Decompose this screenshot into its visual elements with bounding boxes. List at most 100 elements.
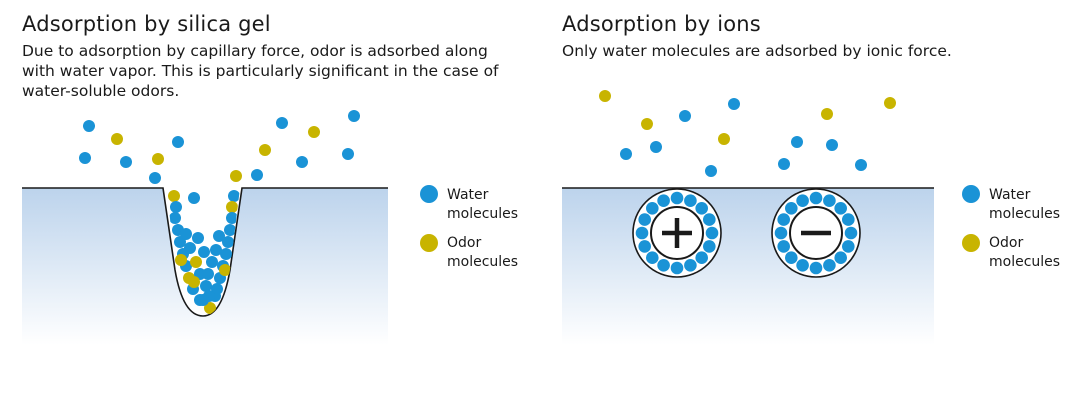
water-molecule (777, 240, 790, 253)
positive-ion (632, 188, 722, 278)
water-molecule (809, 191, 823, 205)
water-molecule (120, 156, 132, 168)
water-molecule (657, 194, 670, 207)
water-molecule (796, 194, 809, 207)
right-legend: Water molecules Odor molecules (962, 185, 1060, 270)
left-panel-description: Due to adsorption by capillary force, od… (22, 42, 499, 100)
water-molecule (184, 242, 196, 254)
water-molecule (834, 251, 847, 264)
plus-icon (662, 218, 692, 248)
water-molecule (192, 232, 204, 244)
right-free-molecules (599, 90, 896, 177)
water-molecule (823, 194, 836, 207)
right-panel-description: Only water molecules are adsorbed by ion… (562, 42, 952, 60)
legend-odor-label-2: molecules (447, 254, 518, 270)
odor-molecule (111, 133, 123, 145)
water-molecule (296, 156, 308, 168)
water-molecule (774, 226, 788, 240)
legend-odor-label-1: Odor (989, 235, 1023, 251)
water-molecule (224, 224, 236, 236)
pore-molecules (168, 190, 240, 314)
water-molecule (202, 268, 214, 280)
water-molecule (777, 213, 790, 226)
water-molecule (222, 236, 234, 248)
water-molecule (170, 201, 182, 213)
water-molecule (79, 152, 91, 164)
water-molecule (226, 212, 238, 224)
water-molecule (703, 213, 716, 226)
odor-molecule (230, 170, 242, 182)
odor-molecule (641, 118, 653, 130)
water-molecule (855, 159, 867, 171)
odor-molecule (259, 144, 271, 156)
odor-molecule (175, 254, 187, 266)
legend-water-dot (420, 185, 438, 203)
water-molecule (705, 226, 719, 240)
legend-water-label-1: Water (989, 187, 1031, 203)
legend-water-label-1: Water (447, 187, 489, 203)
water-molecule (620, 148, 632, 160)
water-molecule (695, 202, 708, 215)
water-molecule (149, 172, 161, 184)
water-molecule (650, 141, 662, 153)
water-molecule (785, 251, 798, 264)
water-molecule (172, 136, 184, 148)
legend-odor-label-1: Odor (447, 235, 481, 251)
odor-molecule (599, 90, 611, 102)
water-molecule (728, 98, 740, 110)
water-molecule (695, 251, 708, 264)
water-molecule (785, 202, 798, 215)
water-molecule (213, 230, 225, 242)
odor-molecule (821, 108, 833, 120)
water-molecule (826, 139, 838, 151)
water-molecule (844, 226, 858, 240)
water-molecule (220, 248, 232, 260)
water-molecule (638, 240, 651, 253)
water-molecule (705, 165, 717, 177)
odor-molecule (226, 201, 238, 213)
water-molecule (646, 202, 659, 215)
water-molecule (206, 256, 218, 268)
right-panel-title: Adsorption by ions (562, 12, 761, 36)
water-molecule (198, 246, 210, 258)
water-molecule (635, 226, 649, 240)
water-molecule (211, 283, 223, 295)
water-molecule (791, 136, 803, 148)
odor-molecule (188, 276, 200, 288)
water-molecule (197, 294, 209, 306)
odor-molecule (204, 302, 216, 314)
water-molecule (180, 228, 192, 240)
water-molecule (657, 259, 670, 272)
water-molecule (842, 213, 855, 226)
water-molecule (834, 202, 847, 215)
water-molecule (679, 110, 691, 122)
odor-molecule (168, 190, 180, 202)
water-molecule (210, 244, 222, 256)
legend-water-label-2: molecules (447, 206, 518, 222)
left-free-molecules (79, 110, 360, 204)
water-molecule (670, 261, 684, 275)
water-molecule (276, 117, 288, 129)
water-molecule (348, 110, 360, 122)
water-molecule (83, 120, 95, 132)
odor-molecule (718, 133, 730, 145)
odor-molecule (219, 264, 231, 276)
odor-molecule (308, 126, 320, 138)
water-molecule (169, 212, 181, 224)
water-molecule (670, 191, 684, 205)
odor-molecule (190, 256, 202, 268)
water-molecule (684, 194, 697, 207)
water-molecule (684, 259, 697, 272)
legend-odor-label-2: molecules (989, 254, 1060, 270)
water-molecule (809, 261, 823, 275)
water-molecule (638, 213, 651, 226)
water-molecule (842, 240, 855, 253)
water-molecule (796, 259, 809, 272)
legend-odor-dot (962, 234, 980, 252)
legend-odor-dot (420, 234, 438, 252)
odor-molecule (152, 153, 164, 165)
legend-water-label-2: molecules (989, 206, 1060, 222)
ion-surface (562, 187, 934, 345)
water-molecule (342, 148, 354, 160)
